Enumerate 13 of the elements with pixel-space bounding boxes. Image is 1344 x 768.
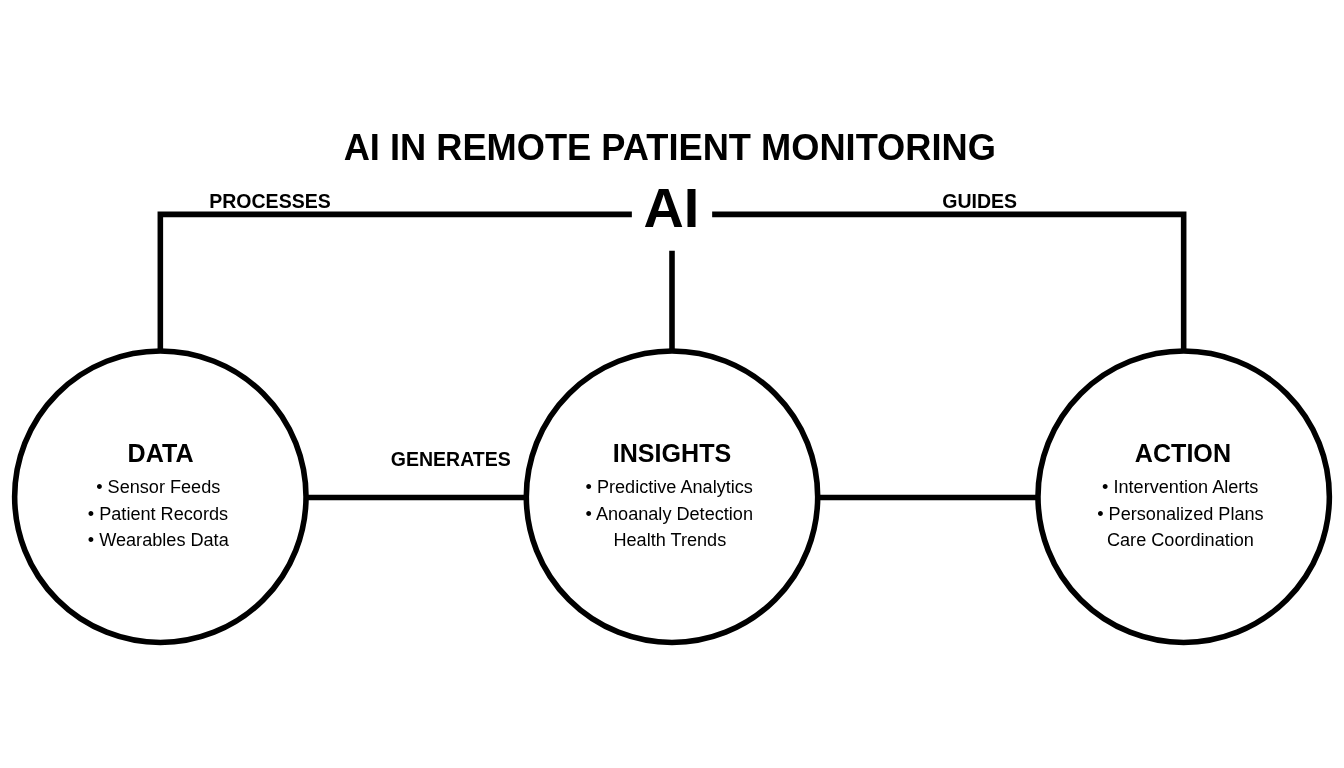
edge-label: GUIDES bbox=[942, 189, 1018, 212]
connector bbox=[157, 211, 632, 351]
node-circle: ACTION • Intervention Alerts • Personalized Plans Care Coordination bbox=[1035, 347, 1333, 645]
node-text: AI bbox=[643, 176, 700, 239]
node-circle: DATA • Sensor Feeds • Patient Records • Wearables Data bbox=[11, 347, 309, 645]
edge-label: GENERATES bbox=[390, 447, 511, 470]
diagram-title: AI IN REMOTE PATIENT MONITORING bbox=[343, 126, 996, 168]
connector bbox=[817, 494, 1038, 500]
connector bbox=[306, 494, 526, 500]
connector bbox=[669, 250, 675, 351]
connector bbox=[712, 211, 1187, 351]
node-circle: INSIGHTS • Predictive Analytics • Anoanaly Detection Health Trends bbox=[523, 347, 821, 645]
edge-label: PROCESSES bbox=[209, 189, 331, 212]
